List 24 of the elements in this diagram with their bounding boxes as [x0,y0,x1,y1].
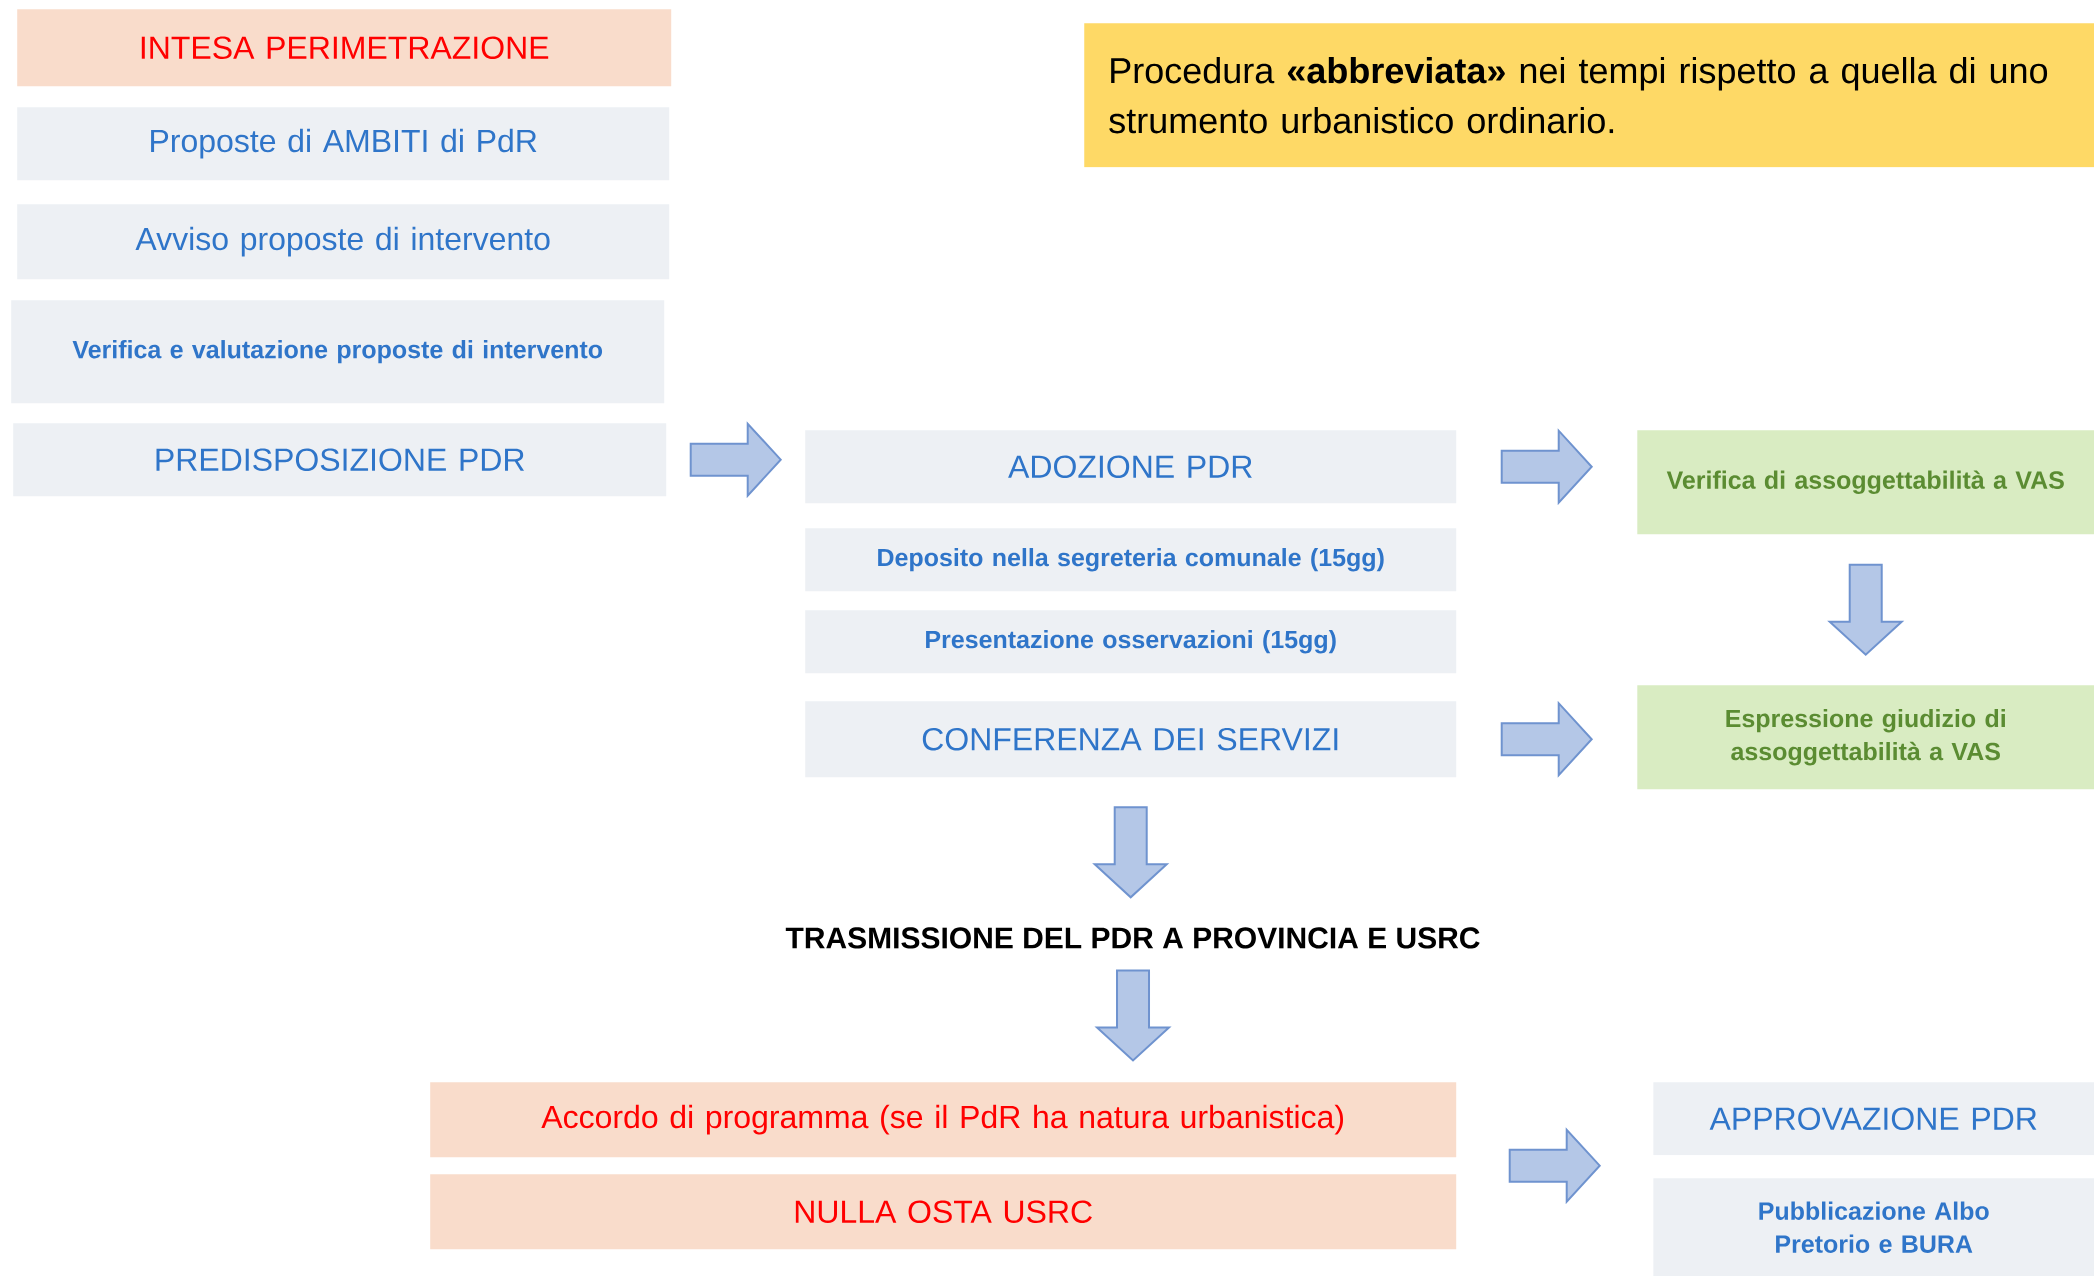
note-box: Procedura «abbreviata» nei tempi rispetto a quella di uno strumento urbanistico ordinario. [1084,23,2094,168]
step-box: Deposito nella segreteria comunale (15gg) [805,528,1457,592]
step-box: Espressione giudizio di assoggettabilità a VAS [1637,685,2094,790]
step-box: Verifica di assoggettabilità a VAS [1637,430,2094,535]
block-arrow [1500,700,1594,778]
block-arrow [1508,1127,1602,1205]
step-box: ADOZIONE PDR [805,430,1457,504]
block-arrow [1500,428,1594,506]
block-arrow [1827,563,1905,657]
step-box: CONFERENZA DEI SERVIZI [805,701,1457,778]
step-box: Proposte di AMBITI di PdR [17,107,670,181]
step-box: Accordo di programma (se il PdR ha natura urbanistica) [430,1082,1457,1158]
step-box: INTESA PERIMETRAZIONE [17,9,672,87]
step-text: TRASMISSIONE DEL PDR A PROVINCIA E USRC [785,927,1480,949]
step-box: Verifica e valutazione proposte di intervento [11,300,665,404]
step-box: NULLA OSTA USRC [430,1174,1457,1250]
step-box: PREDISPOSIZIONE PDR [13,423,667,497]
step-box: Pubblicazione Albo Pretorio e BURA [1653,1178,2094,1276]
block-arrow [1092,806,1170,899]
block-arrow [1094,969,1172,1062]
step-box: APPROVAZIONE PDR [1653,1082,2094,1156]
block-arrow [689,421,783,499]
step-box: Avviso proposte di intervento [17,204,670,280]
step-box: Presentazione osservazioni (15gg) [805,610,1457,674]
